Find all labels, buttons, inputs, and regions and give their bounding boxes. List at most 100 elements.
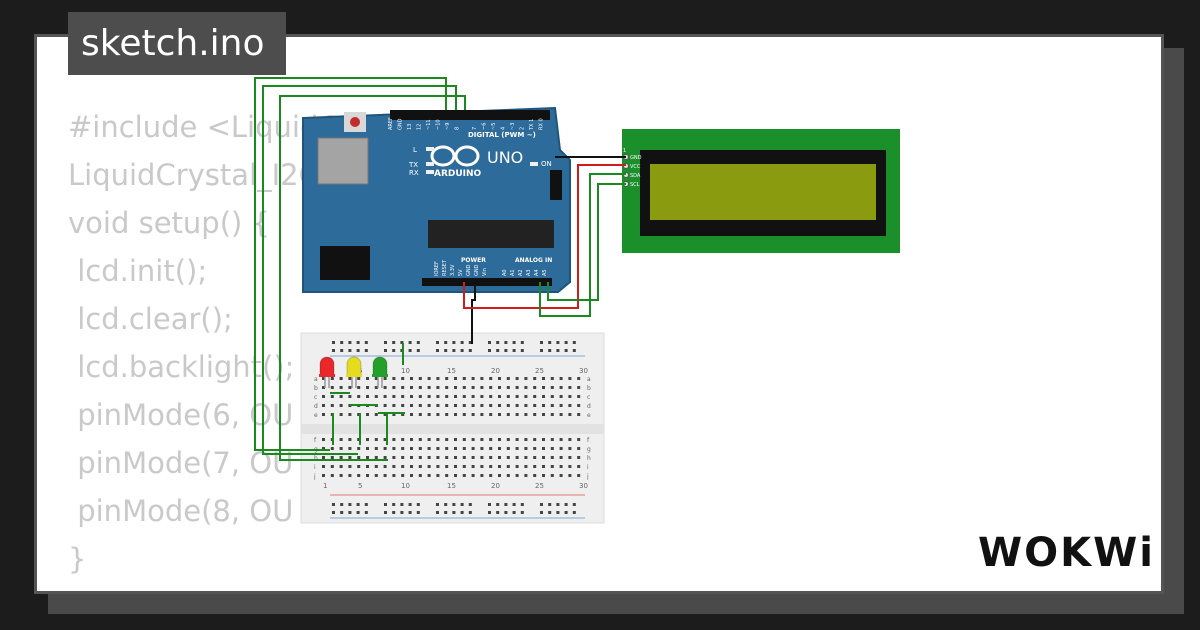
column-number-bottom: 15 <box>447 482 456 490</box>
code-line: LiquidCrystal_I2C <box>68 158 319 192</box>
row-letter: c <box>314 394 317 401</box>
row-letter: b <box>587 385 591 392</box>
lcd-pin-label: SDA <box>630 173 641 179</box>
row-letter: h <box>587 455 591 462</box>
on-led <box>530 162 538 166</box>
power-pin-label: GND <box>474 264 480 276</box>
code-line: lcd.backlight(); <box>68 350 295 384</box>
row-letter: e <box>314 412 318 419</box>
column-number-bottom: 30 <box>579 482 588 490</box>
power-pin-label: RESET <box>442 259 448 276</box>
rx-led <box>426 170 434 174</box>
arduino-logo <box>430 145 480 167</box>
l-led <box>426 147 434 151</box>
arduino-uno-board[interactable]: UNO ARDUINO DIGITAL (PWM ~) ON L TX RX P… <box>302 106 571 293</box>
column-number-bottom: 10 <box>401 482 410 490</box>
led-red[interactable] <box>319 356 335 388</box>
top-pin-label: 13 <box>407 124 413 130</box>
lcd-pin-label: GND <box>630 155 642 161</box>
row-letter: f <box>314 437 317 444</box>
power-pin-label: 5V <box>458 269 464 276</box>
lcd-pin-number: 1 <box>623 148 626 154</box>
lcd-pin-label: VCC <box>630 164 641 170</box>
lcd-screen <box>650 164 876 220</box>
row-letter: h <box>314 455 318 462</box>
column-number-top: 25 <box>535 367 544 375</box>
on-led-label: ON <box>541 160 552 168</box>
column-number-top: 10 <box>401 367 410 375</box>
tx-led-label: TX <box>408 161 418 169</box>
top-pin-label: 7 <box>472 127 478 130</box>
board-brand-label: ARDUINO <box>434 169 482 179</box>
row-letter: f <box>587 437 590 444</box>
power-pins-label: POWER <box>461 257 486 264</box>
power-analog-header[interactable] <box>422 278 552 286</box>
board-model-label: UNO <box>487 148 523 167</box>
breadboard[interactable]: 115510101515202025253030 aabbccddeeffggh… <box>300 332 605 524</box>
column-number-bottom: 1 <box>323 482 327 490</box>
row-letter: i <box>587 464 589 471</box>
wire-lcd-scl[interactable] <box>547 183 626 301</box>
row-letter: a <box>587 376 591 383</box>
wire-lcd-vcc[interactable] <box>463 164 626 309</box>
analog-pin-label: A3 <box>526 269 532 276</box>
analog-pins-label: ANALOG IN <box>515 257 552 264</box>
l-led-label: L <box>413 146 417 154</box>
row-letter: j <box>586 473 589 480</box>
wire-lcd-sda[interactable] <box>539 173 626 317</box>
code-line: } <box>68 542 87 576</box>
top-pin-label: ~10 <box>436 119 442 130</box>
led-yellow[interactable] <box>346 356 362 388</box>
reset-button-cap[interactable] <box>350 117 360 127</box>
column-number-bottom: 20 <box>491 482 500 490</box>
wire-pin6[interactable] <box>279 95 466 461</box>
file-name-tab: sketch.ino <box>68 12 286 75</box>
top-pin-label: 2 <box>520 127 526 130</box>
top-pin-label: ~3 <box>510 123 516 130</box>
power-pin-label: IOREF <box>434 261 440 276</box>
top-pin-label: 8 <box>455 127 461 130</box>
top-pin-label: ~5 <box>491 123 497 130</box>
code-line: pinMode(8, OU <box>68 494 294 528</box>
code-line: lcd.init(); <box>68 254 208 288</box>
wire-pin7[interactable] <box>262 85 457 455</box>
code-line: lcd.clear(); <box>68 302 233 336</box>
power-pin-label: GND <box>466 264 472 276</box>
column-number-top: 30 <box>579 367 588 375</box>
row-letter: i <box>314 464 316 471</box>
digital-header[interactable] <box>390 110 550 120</box>
row-letter: d <box>587 403 591 410</box>
breadboard-holes[interactable] <box>322 341 581 514</box>
usb-port <box>317 137 369 185</box>
code-line: void setup() { <box>68 206 270 240</box>
column-number-top: 15 <box>447 367 456 375</box>
analog-pin-label: A2 <box>518 269 524 276</box>
led-green[interactable] <box>372 356 388 388</box>
breadboard-center-channel <box>301 424 604 434</box>
wokwi-logo: WOKWi <box>978 530 1155 576</box>
row-letter: g <box>587 446 591 453</box>
row-letter: e <box>587 412 591 419</box>
code-line: pinMode(6, OU <box>68 398 294 432</box>
leds <box>319 356 388 388</box>
top-pin-label: RX 0 <box>539 118 545 130</box>
wires <box>254 77 626 461</box>
row-letter: a <box>314 376 318 383</box>
power-jack <box>320 246 370 280</box>
top-pin-label: TX 1 <box>529 119 535 131</box>
top-pin-label: ~9 <box>445 123 451 130</box>
top-pin-label: GND <box>398 118 404 130</box>
icsp-header[interactable] <box>550 170 562 200</box>
wire-gnd-breadboard[interactable] <box>471 282 476 344</box>
power-pin-label: Vin <box>482 268 488 276</box>
analog-pin-label: A5 <box>542 269 548 276</box>
atmega-chip <box>428 220 554 248</box>
row-letter: b <box>314 385 318 392</box>
rx-led-label: RX <box>409 169 419 177</box>
digital-pins-label: DIGITAL (PWM ~) <box>468 131 536 139</box>
row-letter: c <box>587 394 590 401</box>
